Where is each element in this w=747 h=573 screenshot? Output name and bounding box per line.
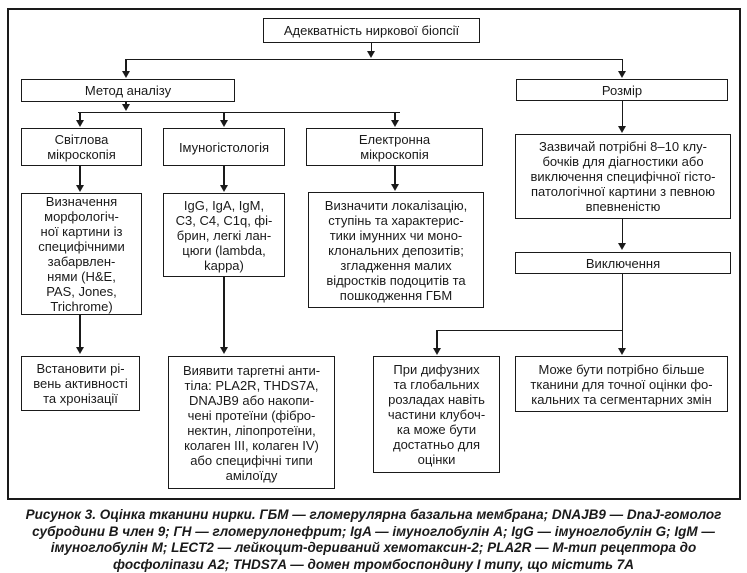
arrow-down-icon <box>219 119 228 127</box>
node-electron-microscopy: Електронна мікроскопія <box>306 128 483 166</box>
connector-exclusion-to-branch <box>621 274 624 331</box>
flowchart-border <box>7 8 741 500</box>
node-size: Розмір <box>516 79 728 101</box>
connector-glomeruli-to-exclusion <box>621 219 624 244</box>
node-morphology-stains: Визначення морфологіч- ної картини із сп… <box>21 193 142 315</box>
connector-igg-to-antibodies <box>223 277 225 348</box>
connector-exclusion-branch-line <box>437 329 623 331</box>
arrow-down-icon <box>219 347 228 354</box>
node-exclusion: Виключення <box>515 252 731 274</box>
connector-adequacy-to-branch <box>370 42 372 52</box>
figure-caption: Рисунок 3. Оцінка тканини нирки. ГБМ — г… <box>25 507 722 572</box>
connector-method-branch-line <box>78 111 400 113</box>
node-light-microscopy: Світлова мікроскопія <box>21 128 142 166</box>
node-biopsy-adequacy: Адекватність ниркової біопсії <box>263 18 480 43</box>
arrow-down-icon <box>390 119 399 127</box>
node-analysis-method: Метод аналізу <box>21 79 235 102</box>
arrow-down-icon <box>75 347 84 354</box>
connector-branch-to-method <box>125 59 127 71</box>
arrow-down-icon <box>75 119 84 127</box>
arrow-down-icon <box>219 185 228 192</box>
arrow-down-icon <box>75 185 84 192</box>
arrow-down-icon <box>121 104 130 111</box>
connector-branch-to-size <box>621 59 624 71</box>
arrow-down-icon <box>618 71 626 78</box>
node-glomeruli-needed: Зазвичай потрібні 8–10 клу- бочків для д… <box>515 134 731 219</box>
arrow-down-icon <box>390 184 399 191</box>
arrow-down-icon <box>432 348 441 355</box>
node-target-antibodies: Виявити таргетні анти- тіла: PLA2R, THDS… <box>168 356 335 489</box>
node-more-tissue: Може бути потрібно більше тканини для то… <box>515 356 728 412</box>
connector-branch-to-diffuse <box>436 330 438 349</box>
connector-size-to-glomeruli <box>621 101 624 127</box>
connector-branch-to-light <box>79 112 81 120</box>
connector-method-to-branch <box>125 101 127 105</box>
arrow-down-icon <box>121 71 130 78</box>
connector-branch-to-electron <box>394 112 396 120</box>
connector-light-to-stains <box>79 166 81 186</box>
connector-top-branch-line <box>126 58 623 60</box>
connector-stains-to-activity <box>79 315 81 348</box>
connector-electron-to-deposits <box>394 166 396 185</box>
node-deposit-localization: Визначити локалізацію, ступінь та характ… <box>308 192 484 308</box>
node-activity-chronicity: Встановити рі- вень активності та хроніз… <box>21 356 140 411</box>
connector-immuno-to-igg <box>223 166 225 186</box>
node-immunoglobulins: IgG, IgA, IgM, C3, C4, C1q, фі- брин, ле… <box>163 193 285 277</box>
arrow-down-icon <box>618 348 626 355</box>
connector-branch-to-immuno <box>223 112 225 120</box>
arrow-down-icon <box>618 243 626 250</box>
connector-branch-to-more-tissue <box>621 330 624 349</box>
arrow-down-icon <box>366 51 375 58</box>
node-immunohistology: Імуногістологія <box>163 128 285 166</box>
arrow-down-icon <box>618 126 626 133</box>
node-diffuse-global: При дифузних та глобальних розладах наві… <box>373 356 500 473</box>
